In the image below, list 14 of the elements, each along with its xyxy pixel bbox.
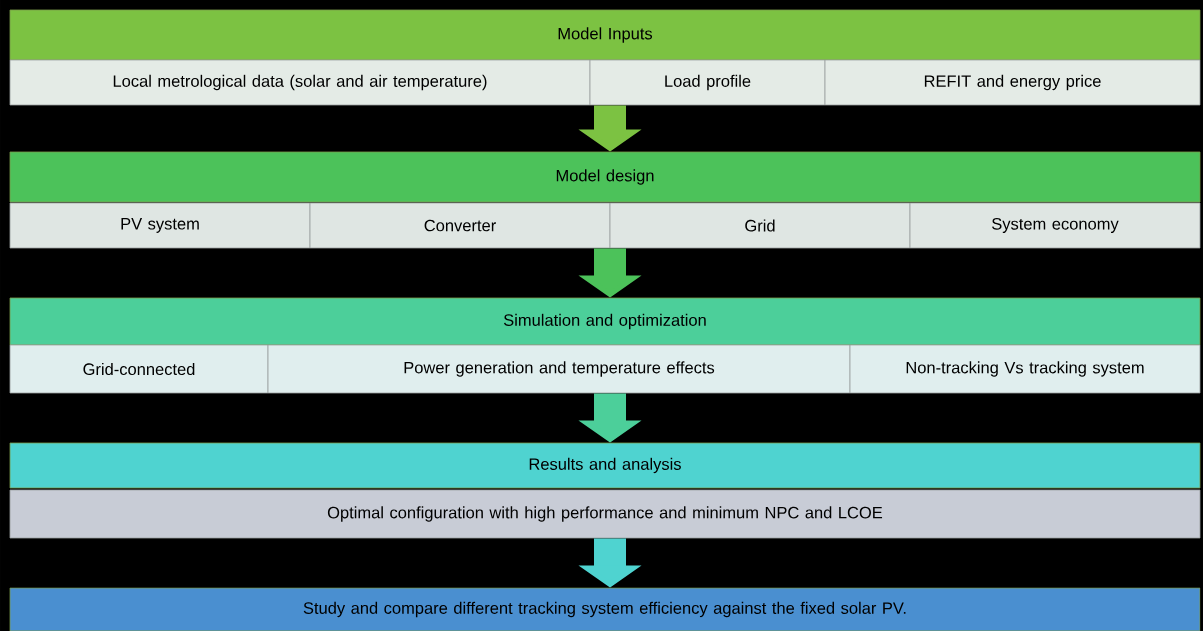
stage-band: Model Inputs xyxy=(9,9,1201,61)
item-box: REFIT and energy price xyxy=(824,59,1201,106)
stage-band: Simulation and optimization xyxy=(9,297,1201,346)
item-box: Converter xyxy=(309,202,611,249)
stage-band: Results and analysis xyxy=(9,442,1201,489)
stage-band: Model design xyxy=(9,151,1201,203)
item-box: System economy xyxy=(909,202,1201,249)
stage-band: Study and compare different tracking system efficiency against the fixed solar PV. xyxy=(9,587,1201,631)
item-box: Optimal configuration with high performance and minimum NPC and LCOE xyxy=(9,489,1201,539)
item-box: Load profile xyxy=(589,59,826,106)
item-box: Non-tracking Vs tracking system xyxy=(849,344,1201,394)
item-box: Grid-connected xyxy=(9,344,269,394)
item-box: Grid xyxy=(609,202,911,249)
item-box: PV system xyxy=(9,202,311,249)
